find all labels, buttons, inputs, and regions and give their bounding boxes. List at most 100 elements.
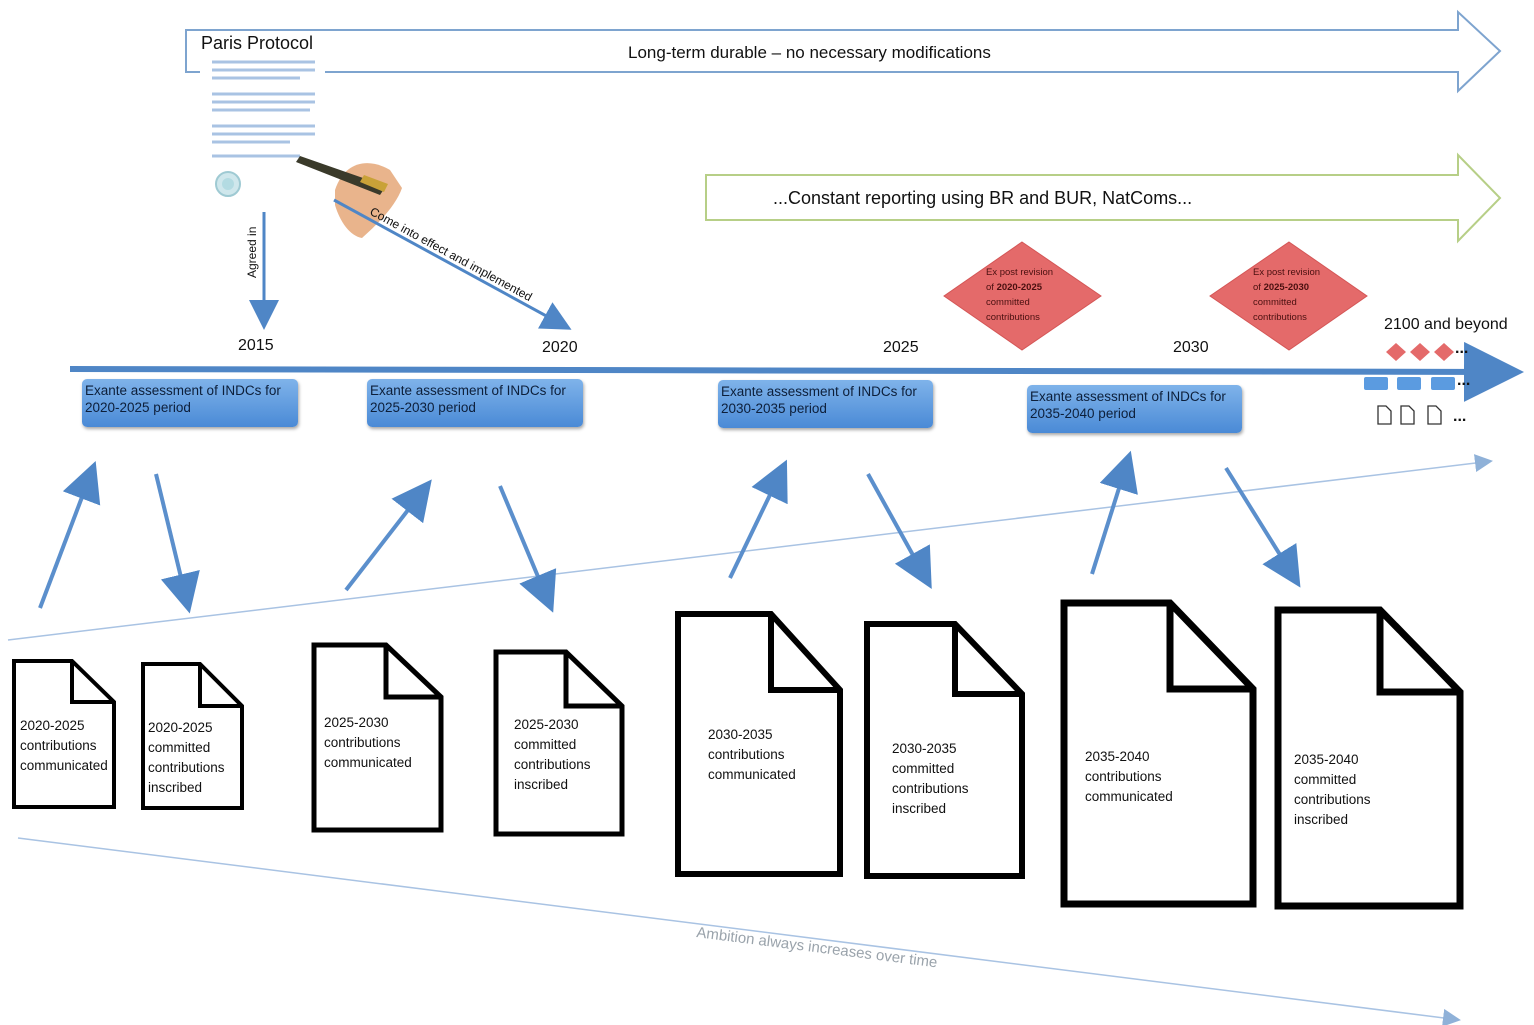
document-8-shape: [1274, 606, 1464, 910]
exante-box-2035-2040: Exante assessment of INDCs for 2035-2040…: [1027, 385, 1242, 433]
document-line: 2030-2035: [892, 741, 957, 756]
revision-line2-prefix: of: [1253, 282, 1261, 293]
exante-box-2025-2030: Exante assessment of INDCs for 2025-2030…: [367, 379, 583, 427]
top-durable-arrow: [185, 9, 1502, 94]
revision-line4: contributions: [986, 312, 1040, 323]
document-7-shape: [1060, 599, 1257, 908]
document-4-shape: [493, 649, 625, 837]
document-2-text: 2020-2025 committed contributions inscri…: [148, 718, 225, 798]
revision-diamond-1: [943, 241, 1102, 351]
ambition-label: Ambition always increases over time: [695, 924, 938, 971]
year-label-2020: 2020: [542, 339, 578, 356]
document-4-text: 2025-2030 committed contributions inscri…: [514, 715, 591, 795]
reporting-arrow-label: ...Constant reporting using BR and BUR, …: [773, 188, 1193, 208]
document-line: communicated: [1085, 789, 1173, 804]
revision-line3: committed: [986, 297, 1030, 308]
document-line: contributions: [708, 747, 785, 762]
document-line: inscribed: [148, 780, 203, 795]
document-line: contributions: [324, 735, 401, 750]
document-line: 2025-2030: [514, 717, 579, 732]
document-line: contributions: [892, 781, 969, 796]
exante-box-line1: Exante assessment of INDCs for: [1030, 389, 1226, 404]
ambition-lower-line: [17, 837, 1461, 1025]
document-line: committed: [148, 740, 211, 755]
inscribe-arrow-1: [154, 473, 200, 614]
paris-protocol-title: Paris Protocol: [201, 33, 314, 53]
year-label-2030: 2030: [1173, 339, 1209, 356]
document-line: committed: [892, 761, 955, 776]
reporting-arrow: [705, 152, 1502, 244]
exante-box-line1: Exante assessment of INDCs for: [85, 383, 281, 398]
communicate-arrow-2: [344, 479, 432, 592]
document-line: communicated: [324, 755, 412, 770]
document-line: 2025-2030: [324, 715, 389, 730]
document-line: contributions: [1085, 769, 1162, 784]
document-line: inscribed: [892, 801, 947, 816]
document-6-text: 2030-2035 committed contributions inscri…: [892, 739, 969, 819]
document-line: inscribed: [1294, 812, 1349, 827]
exante-box-line2: 2020-2025 period: [85, 400, 191, 415]
document-line: inscribed: [514, 777, 569, 792]
year-label-2015: 2015: [238, 337, 274, 354]
come-into-effect-arrow: [333, 198, 572, 330]
exante-box-line2: 2025-2030 period: [370, 400, 476, 415]
main-timeline: [69, 341, 1524, 402]
document-line: 2035-2040: [1294, 752, 1359, 767]
document-1-shape: [12, 659, 116, 809]
year-label-2025: 2025: [883, 339, 919, 356]
communicate-arrow-4: [1090, 450, 1138, 575]
exante-box-line2: 2030-2035 period: [721, 401, 827, 416]
beyond-ellipsis-2: ...: [1457, 372, 1471, 389]
come-into-effect-label: Come into effect and implemented: [368, 204, 535, 304]
document-line: contributions: [1294, 792, 1371, 807]
revision-line3: committed: [1253, 297, 1297, 308]
exante-box-line1: Exante assessment of INDCs for: [721, 384, 917, 399]
revision-line2: of 2025-2030: [1253, 280, 1320, 295]
document-5-text: 2030-2035 contributions communicated: [708, 725, 796, 785]
document-line: 2030-2035: [708, 727, 773, 742]
document-line: communicated: [20, 758, 108, 773]
exante-box-2020-2025: Exante assessment of INDCs for 2020-2025…: [82, 379, 298, 427]
document-1-text: 2020-2025 contributions communicated: [20, 716, 108, 776]
inscribe-arrow-4: [1224, 466, 1301, 588]
beyond-ellipsis-3: ...: [1453, 408, 1467, 425]
document-6-shape: [864, 621, 1025, 879]
exante-box-line2: 2035-2040 period: [1030, 406, 1136, 421]
document-line: 2020-2025: [20, 718, 85, 733]
inscribe-arrow-2: [498, 485, 557, 613]
revision-line1: Ex post revision: [986, 267, 1054, 278]
revision-text-1: Ex post revision of 2020-2025 committed …: [986, 265, 1053, 325]
document-line: 2020-2025: [148, 720, 213, 735]
revision-line2-prefix: of: [986, 282, 994, 293]
beyond-markers: [1364, 343, 1455, 425]
communicate-arrow-1: [38, 461, 101, 609]
agreed-in-label: Agreed in: [245, 227, 259, 278]
revision-line2-period: 2020-2025: [996, 282, 1043, 293]
inscribe-arrow-3: [866, 473, 932, 589]
document-line: committed: [1294, 772, 1357, 787]
exante-box-2030-2035: Exante assessment of INDCs for 2030-2035…: [718, 380, 933, 428]
paris-protocol-document-image: [200, 48, 402, 238]
exante-box-line1: Exante assessment of INDCs for: [370, 383, 566, 398]
document-line: 2035-2040: [1085, 749, 1150, 764]
document-5-shape: [675, 611, 843, 877]
revision-line1: Ex post revision: [1253, 267, 1321, 278]
beyond-label: 2100 and beyond: [1384, 316, 1508, 333]
top-arrow-label: Long-term durable – no necessary modific…: [628, 43, 991, 62]
communicate-arrow-3: [728, 459, 788, 579]
document-8-text: 2035-2040 committed contributions inscri…: [1294, 750, 1371, 830]
beyond-ellipsis-1: ...: [1455, 340, 1469, 357]
document-line: contributions: [20, 738, 97, 753]
document-3-shape: [311, 642, 444, 833]
document-line: communicated: [708, 767, 796, 782]
revision-line2-period: 2025-2030: [1263, 282, 1310, 293]
document-line: contributions: [514, 757, 591, 772]
document-7-text: 2035-2040 contributions communicated: [1085, 747, 1173, 807]
document-line: contributions: [148, 760, 225, 775]
document-line: committed: [514, 737, 577, 752]
document-2-shape: [141, 662, 244, 810]
revision-line2: of 2020-2025: [986, 280, 1053, 295]
revision-diamond-2: [1209, 241, 1368, 351]
revision-text-2: Ex post revision of 2025-2030 committed …: [1253, 265, 1320, 325]
